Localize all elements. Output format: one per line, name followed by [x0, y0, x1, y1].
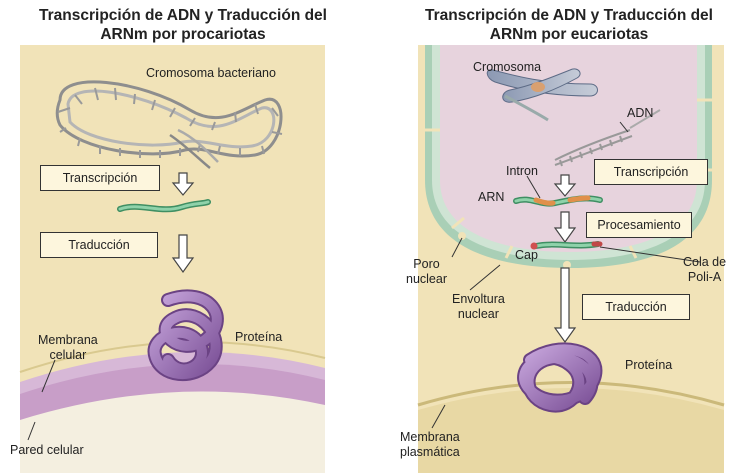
- arrow-down-icon: [553, 267, 577, 344]
- step-translation-box: Traducción: [40, 232, 158, 258]
- step-processing-box: Procesamiento: [586, 212, 692, 238]
- nuclear-envelope-label: Envoltura nuclear: [452, 292, 505, 321]
- step-transcription-box: Transcripción: [594, 159, 708, 185]
- arrow-down-icon: [553, 174, 577, 197]
- eukaryote-protein: [517, 342, 603, 413]
- eukaryote-title: Transcripción de ADN y Traducción del AR…: [425, 7, 713, 43]
- prokaryote-protein: [147, 289, 224, 381]
- step-transcription-box: Transcripción: [40, 165, 160, 191]
- protein-label: Proteína: [235, 330, 283, 344]
- cell-membrane-label: Membrana celular: [38, 333, 98, 362]
- protein-label: Proteína: [625, 358, 673, 372]
- cell-wall-label: Pared celular: [10, 443, 84, 457]
- eukaryote-panel: [417, 45, 725, 473]
- eukaryote-chromosome: [486, 68, 598, 122]
- nuclear-pore-label: Poro nuclear: [406, 257, 447, 286]
- eukaryote-dna: [554, 109, 661, 167]
- arrow-down-icon: [171, 234, 195, 274]
- arrow-down-icon: [171, 172, 195, 196]
- rna-label: ARN: [478, 190, 505, 204]
- prokaryote-title: Transcripción de ADN y Traducción del AR…: [39, 7, 327, 43]
- mature-mrna: [530, 241, 603, 250]
- intron-label: Intron: [506, 164, 538, 178]
- dna-label: ADN: [627, 106, 654, 120]
- chromosome-label: Cromosoma: [473, 60, 542, 74]
- prokaryote-panel: [19, 45, 326, 473]
- polya-tail-label: Cola de Poli-A: [683, 255, 727, 284]
- cap-label: Cap: [515, 248, 538, 262]
- arrow-down-icon: [553, 211, 577, 244]
- bacterial-chromosome-label: Cromosoma bacteriano: [146, 66, 276, 80]
- pre-mrna: [513, 195, 603, 207]
- plasma-membrane-label: Membrana plasmática: [400, 430, 460, 459]
- nuclear-pore: [458, 232, 466, 240]
- nuclear-pore: [563, 261, 571, 269]
- step-translation-box: Traducción: [582, 294, 690, 320]
- plasma-membrane: [417, 381, 725, 407]
- bacterial-chromosome: [55, 80, 283, 169]
